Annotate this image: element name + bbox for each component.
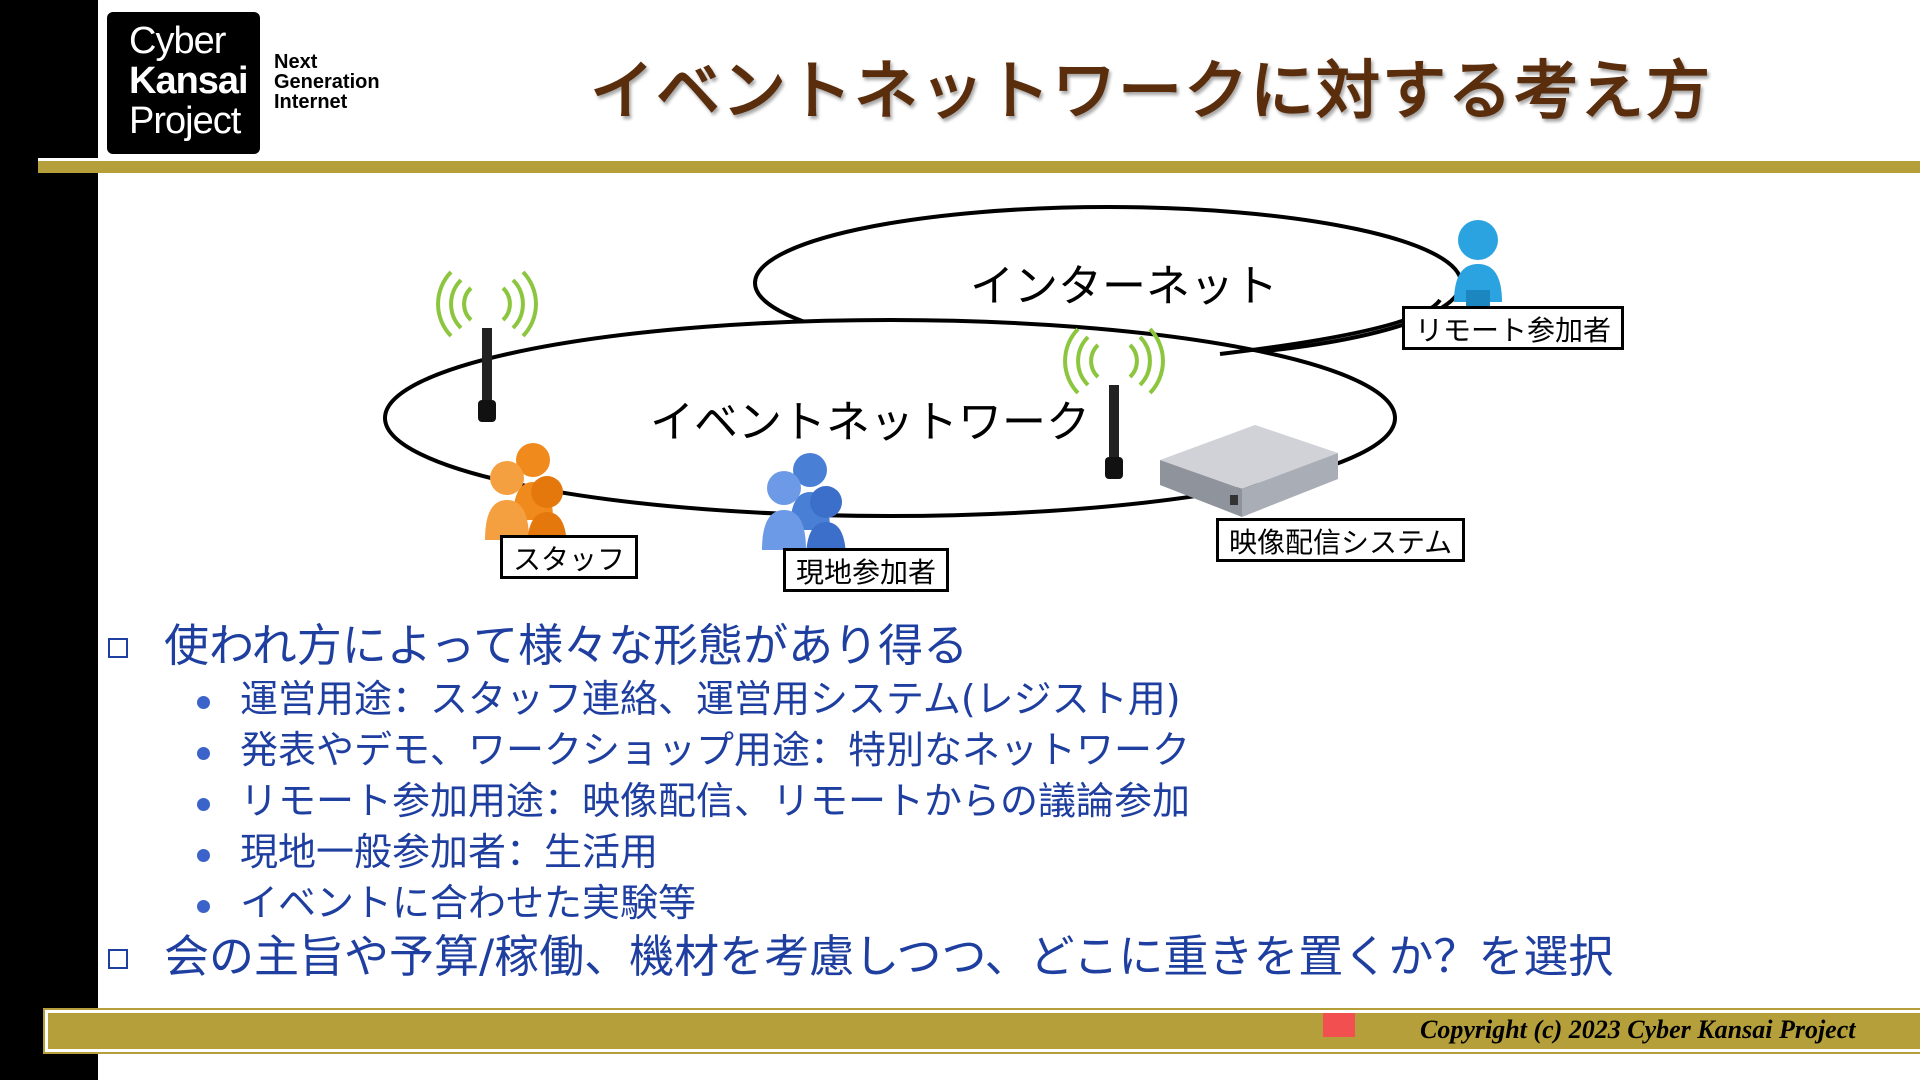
streaming-system-label: 映像配信システム (1216, 518, 1466, 562)
main-bullet-text: 使われ方によって様々な形態があり得る (164, 619, 969, 672)
tagline-line-2: Generation (274, 71, 380, 93)
staff-group-icon (485, 443, 567, 550)
local-participants-label: 現地参加者 (783, 548, 950, 592)
sub-bullet-text: リモート参加用途：映像配信、リモートからの議論参加 (240, 779, 1191, 823)
footer-red-marker (1323, 1013, 1355, 1037)
sub-bullet-text: イベントに合わせた実験等 (240, 881, 697, 925)
sub-bullet-text: 現地一般参加者：生活用 (240, 830, 659, 874)
sub-bullet: イベントに合わせた実験等 (100, 878, 1900, 929)
main-bullet: 使われ方によって様々な形態があり得る (100, 618, 1900, 674)
logo-line-3: Project (129, 100, 241, 142)
dot-bullet-icon (197, 798, 210, 811)
footer-bar (45, 1010, 1920, 1052)
tagline-line-1: Next (274, 51, 318, 73)
left-black-bar (0, 0, 98, 1080)
main-bullet: 会の主旨や予算/稼働、機材を考慮しつつ、どこに重きを置くか？を選択 (100, 929, 1900, 985)
sub-bullet: 運営用途：スタッフ連絡、運営用システム(レジスト用) (100, 674, 1900, 725)
remote-person-icon (1454, 220, 1502, 310)
server-appliance-icon (1160, 425, 1338, 517)
sub-bullet: リモート参加用途：映像配信、リモートからの議論参加 (100, 776, 1900, 827)
staff-label: スタッフ (500, 535, 639, 579)
cyber-kansai-logo: Cyber Kansai Project (107, 12, 260, 154)
dot-bullet-icon (197, 849, 210, 862)
dot-bullet-icon (197, 900, 210, 913)
square-bullet-icon (108, 638, 128, 658)
square-bullet-icon (108, 949, 128, 969)
sub-bullet-text: 発表やデモ、ワークショップ用途：特別なネットワーク (240, 728, 1191, 772)
dot-bullet-icon (197, 747, 210, 760)
slide-title: イベントネットワークに対する考え方 (590, 55, 1712, 129)
remote-participant-label: リモート参加者 (1402, 306, 1625, 350)
dot-bullet-icon (197, 696, 210, 709)
wifi-antenna-icon (1063, 327, 1165, 479)
logo-line-1: Cyber (129, 20, 226, 62)
tagline: Next Generation Internet (274, 52, 380, 112)
sub-bullet: 発表やデモ、ワークショップ用途：特別なネットワーク (100, 725, 1900, 776)
sub-bullet-text: 運営用途：スタッフ連絡、運営用システム(レジスト用) (240, 677, 1181, 721)
copyright-text: Copyright (c) 2023 Cyber Kansai Project (1420, 1015, 1856, 1044)
tagline-line-3: Internet (274, 91, 348, 113)
event-network-label: イベントネットワーク (650, 397, 1090, 448)
internet-label: インターネット (970, 261, 1278, 312)
sub-bullet: 現地一般参加者：生活用 (100, 827, 1900, 878)
event-network-ellipse (383, 318, 1397, 518)
top-divider (38, 158, 1920, 173)
logo-line-2: Kansai (129, 60, 249, 102)
bullet-list: 使われ方によって様々な形態があり得る 運営用途：スタッフ連絡、運営用システム(レ… (100, 618, 1900, 985)
main-bullet-text: 会の主旨や予算/稼働、機材を考慮しつつ、どこに重きを置くか？を選択 (164, 930, 1614, 983)
wifi-antenna-icon (436, 270, 538, 422)
